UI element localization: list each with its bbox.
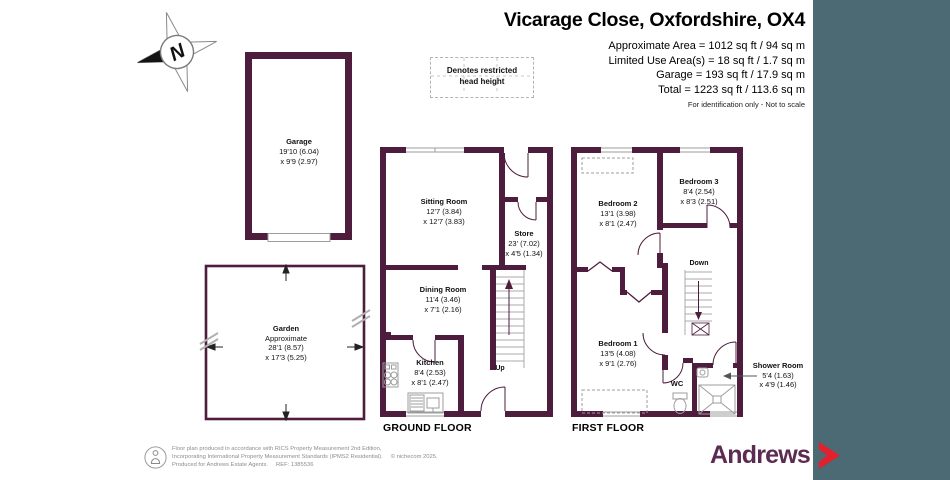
area-line: Limited Use Area(s) = 18 sq ft / 1.7 sq … — [608, 54, 805, 67]
stair-winder-symbol — [691, 322, 710, 336]
wc-label: WC — [670, 379, 684, 388]
shower-room-leader-arrow — [723, 372, 757, 380]
stairs-direction-arrow — [505, 279, 513, 335]
restricted-height-areas — [581, 157, 648, 414]
first-floor-label: FIRST FLOOR — [572, 422, 645, 434]
copyright-note: © nichecom 2025. — [390, 453, 438, 460]
stairs-up-label: Up — [495, 365, 505, 372]
disclaimer-text: Floor plan produced in accordance with R… — [172, 446, 438, 468]
room-label-sitting-room: Sitting Room 12'7 (3.84) x 12'7 (3.83) — [420, 197, 468, 226]
hob-symbol — [382, 362, 399, 388]
room-label-store: Store 23' (7.02) x 4'5 (1.34) — [505, 229, 543, 258]
teal-sidebar — [813, 0, 950, 480]
legend-text: Denotes restricted head height — [446, 66, 518, 86]
page-title: Vicarage Close, Oxfordshire, OX4 — [503, 9, 805, 31]
door-arcs — [637, 204, 737, 384]
window-symbols — [601, 147, 737, 417]
restricted-height-legend: Denotes restricted head height — [430, 57, 534, 98]
area-line: Garage = 193 sq ft / 17.9 sq m — [656, 69, 805, 81]
folding-door-symbols — [587, 261, 652, 303]
shower-tray-symbol — [698, 384, 736, 415]
door-arcs — [412, 152, 537, 412]
compass-rose-icon: N — [129, 4, 225, 100]
room-label-dining-room: Dining Room 11'4 (3.46) x 7'1 (2.16) — [419, 285, 467, 314]
brand-chevron-icon — [819, 442, 841, 469]
brand-name: Andrews — [710, 441, 811, 469]
room-label-bedroom-3: Bedroom 3 8'4 (2.54) x 8'3 (2.51) — [679, 177, 719, 206]
ground-floor-plan — [380, 147, 553, 417]
room-label-shower-room: Shower Room 5'4 (1.63) x 4'9 (1.46) — [752, 361, 804, 389]
andrews-logo: Andrews — [710, 441, 841, 470]
legend-dash-pattern — [431, 58, 530, 94]
header-block: Vicarage Close, Oxfordshire, OX4 Approxi… — [504, 9, 805, 109]
reference-number: REF: 1385536 — [276, 461, 314, 468]
stairs-direction-arrow — [695, 281, 702, 320]
room-label-bedroom-1: Bedroom 1 13'5 (4.08) x 9'1 (2.76) — [598, 339, 638, 368]
area-line: Total = 1223 sq ft / 113.6 sq m — [658, 83, 805, 96]
stairs-down-label: Down — [689, 260, 709, 267]
first-floor-plan — [571, 147, 757, 417]
room-label-garage: Garage 19'10 (6.04) x 9'9 (2.97) — [279, 137, 319, 166]
room-label-kitchen: Kitchen 8'4 (2.53) x 8'1 (2.47) — [411, 358, 449, 387]
room-label-bedroom-2: Bedroom 2 13'1 (3.98) x 8'1 (2.47) — [598, 199, 638, 228]
sink-unit-symbol — [407, 392, 444, 414]
basin-symbol — [696, 367, 709, 378]
identification-note: For identification only - Not to scale — [687, 100, 805, 109]
garden-plan — [199, 263, 371, 422]
ground-floor-label: GROUND FLOOR — [383, 422, 472, 434]
measurement-person-icon — [144, 446, 167, 469]
garage-door — [267, 233, 331, 242]
garage-plan — [245, 52, 352, 242]
window-symbols — [406, 147, 464, 417]
toilet-symbol — [672, 392, 688, 414]
area-line: Approximate Area = 1012 sq ft / 94 sq m — [608, 40, 805, 52]
room-label-garden: Garden Approximate 28'1 (8.57) x 17'3 (5… — [264, 324, 308, 362]
